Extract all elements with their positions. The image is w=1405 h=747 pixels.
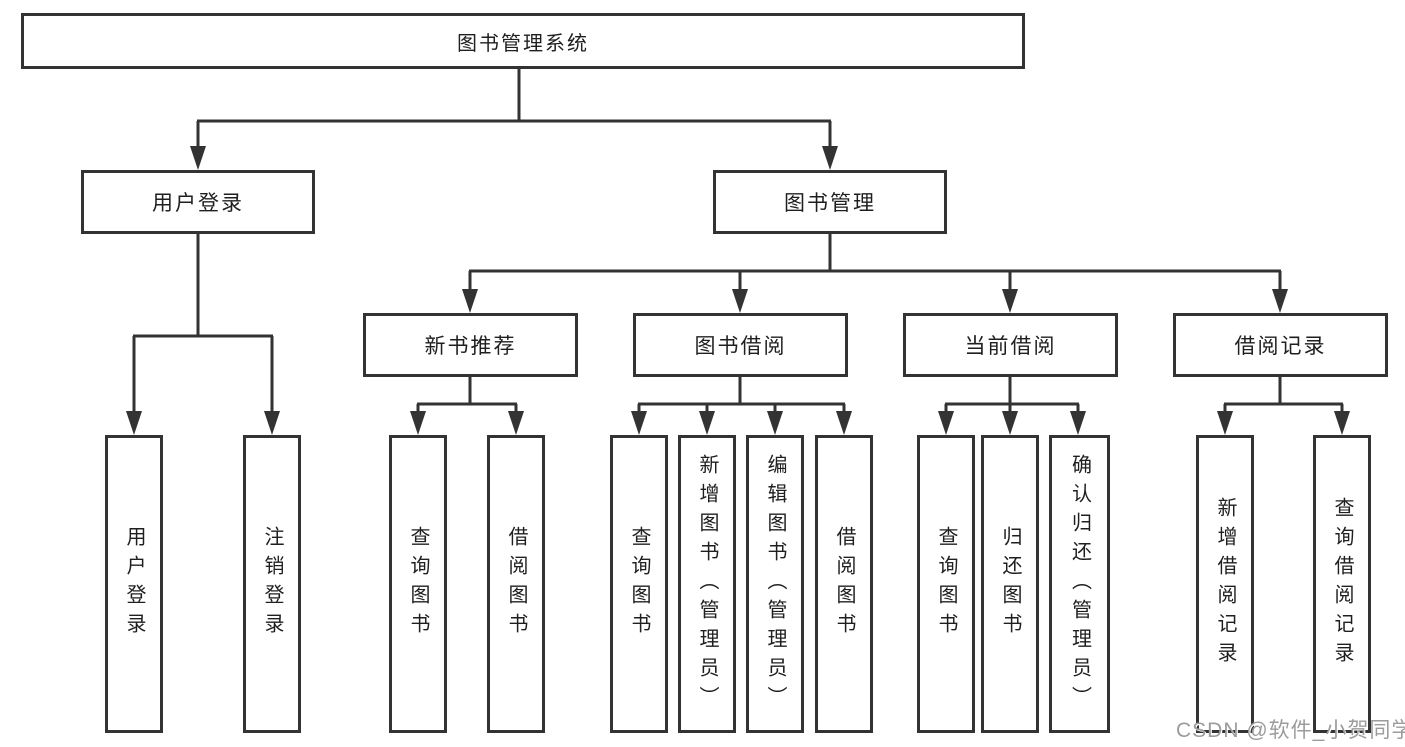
leaf-return-books: 归还图书: [981, 435, 1039, 733]
leaf-confirm-return-admin: 确认归还（管理员）: [1049, 435, 1110, 733]
node-new-book-recommendation: 新书推荐: [363, 313, 578, 377]
node-book-management: 图书管理: [713, 170, 947, 234]
node-current-borrowing: 当前借阅: [903, 313, 1118, 377]
leaf-edit-books-admin: 编辑图书（管理员）: [746, 435, 804, 733]
node-book-borrowing: 图书借阅: [633, 313, 848, 377]
leaf-add-borrow-record: 新增借阅记录: [1196, 435, 1254, 733]
node-user-login: 用户登录: [81, 170, 315, 234]
leaf-query-books: 查询图书: [610, 435, 668, 733]
leaf-user-login: 用户登录: [105, 435, 163, 733]
leaf-query-borrow-record: 查询借阅记录: [1313, 435, 1371, 733]
leaf-query-books: 查询图书: [917, 435, 975, 733]
leaf-query-books: 查询图书: [389, 435, 447, 733]
leaf-borrow-books: 借阅图书: [815, 435, 873, 733]
watermark: CSDN @软件_小贺同学: [1176, 719, 1405, 742]
leaf-borrow-books: 借阅图书: [487, 435, 545, 733]
leaf-logout: 注销登录: [243, 435, 301, 733]
leaf-add-books-admin: 新增图书（管理员）: [678, 435, 736, 733]
node-borrowing-records: 借阅记录: [1173, 313, 1388, 377]
arrowheads: [126, 146, 1350, 435]
node-library-management-system: 图书管理系统: [21, 13, 1025, 69]
